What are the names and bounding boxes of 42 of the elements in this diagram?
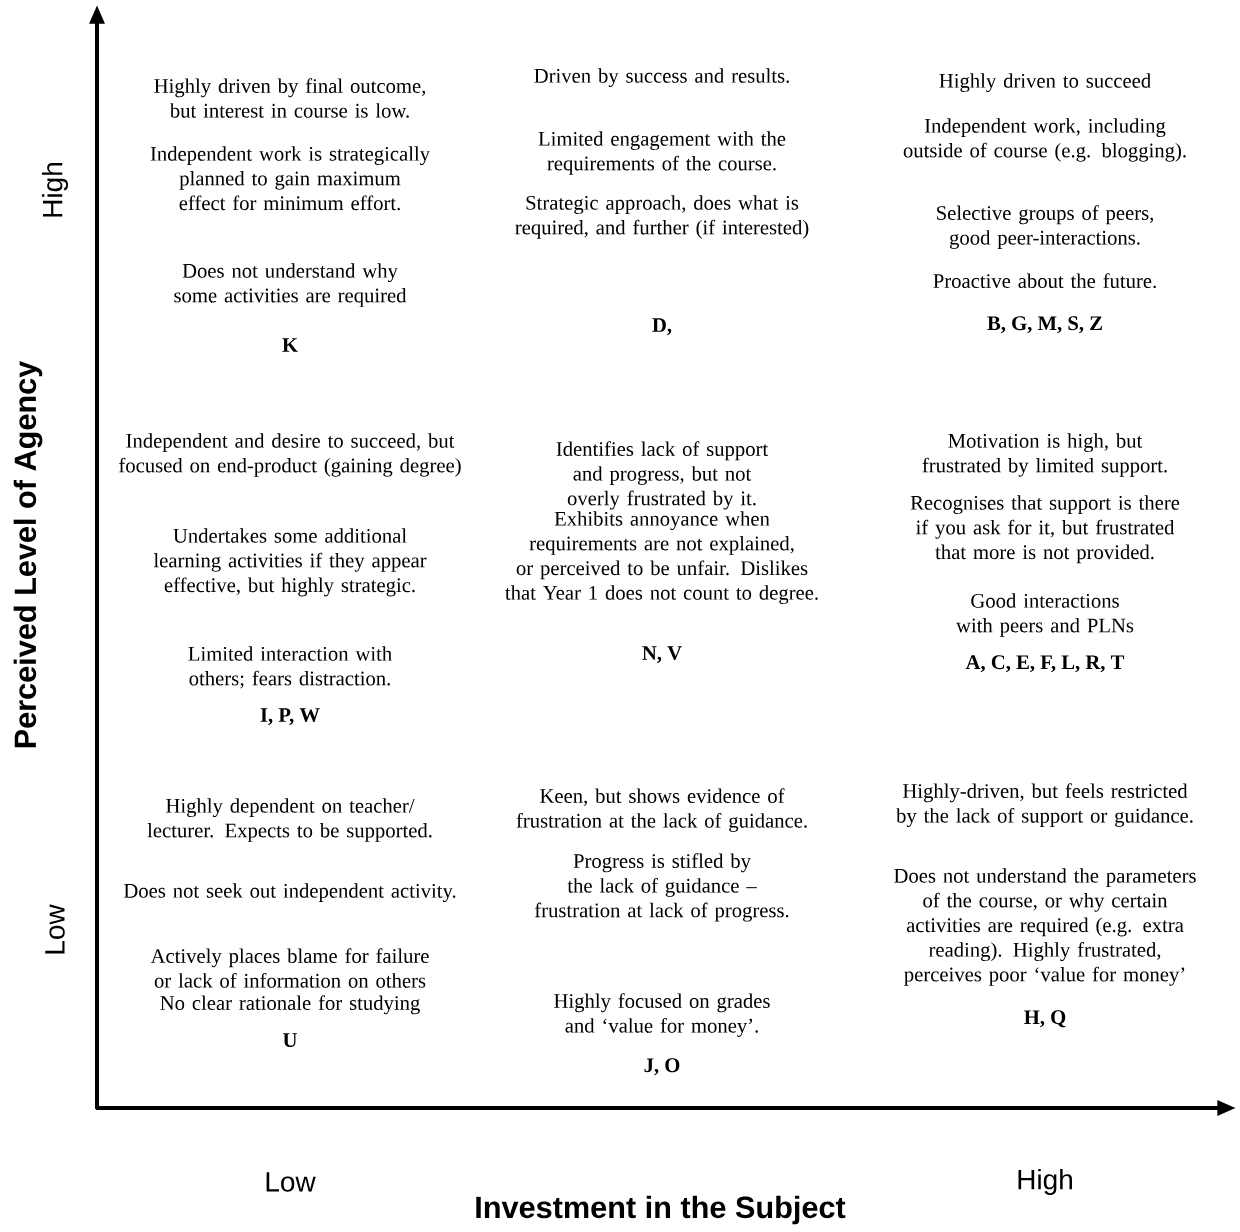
student-letters: A, C, E, F, L, R, T — [965, 655, 1125, 673]
description-text: Driven by success and results. — [534, 68, 789, 88]
description-text: Independent work, including outside of course (e.g. blogging). — [903, 118, 1186, 162]
description-text: Limited engagement with the requirements of the course. — [538, 131, 786, 175]
description-text: Highly driven to succeed — [939, 73, 1151, 93]
axis-title: Investment in the Subject — [476, 1195, 846, 1225]
axis-title: Perceived Level of Agency — [13, 360, 43, 748]
axis-label: Low — [266, 1172, 316, 1192]
description-text: Independent work is strategically planned to gain maximum effect for minimum effort. — [150, 146, 430, 211]
description-text: Highly focused on grades and ‘value for money’. — [554, 993, 770, 1037]
description-text: Does not understand why some activities are required — [174, 263, 407, 307]
description-text: Selective groups of peers, good peer-interactions. — [937, 205, 1154, 249]
student-letters: H, Q — [1024, 1010, 1066, 1028]
description-text: Highly driven by final outcome, but interest in course is low. — [154, 78, 426, 118]
description-text: Keen, but shows evidence of frustration at the lack of guidance. — [516, 788, 807, 832]
description-text: Recognises that support is there if you ask for it, but frustrated that more is not provided. — [910, 495, 1180, 564]
description-text: Limited interaction with others; fears distraction. — [188, 646, 392, 689]
student-letters: B, G, M, S, Z — [987, 316, 1102, 334]
axis-label: High — [41, 163, 69, 217]
description-text: No clear rationale for studying — [160, 995, 420, 1015]
student-letters: D, — [652, 318, 672, 335]
description-text: Does not seek out independent activity. — [123, 883, 456, 903]
description-text: Independent and desire to succeed, but focused on end-product (gaining degree) — [119, 433, 461, 477]
description-text: Progress is stifled by the lack of guidance – frustration at lack of progress. — [534, 853, 789, 922]
description-text: Good interactions with peers and PLNs — [956, 593, 1134, 637]
description-text: Proactive about the future. — [933, 273, 1156, 289]
student-letters: J, O — [644, 1058, 680, 1076]
description-text: Motivation is high, but frustrated by limited support. — [922, 433, 1167, 477]
description-text: Does not understand the parameters of the course, or why certain activities are required (e.g. extra reading). Highly frustrated, perceives poor ‘value for money’ — [894, 868, 1196, 986]
description-text: Identifies lack of support and progress, but not overly frustrated by it. — [556, 441, 769, 510]
description-text: Undertakes some additional learning activities if they appear effective, but highly strategic. — [153, 528, 427, 597]
description-text: Actively places blame for failure or lack of information on others — [150, 948, 429, 988]
student-letters: U — [283, 1033, 297, 1047]
student-letters: N, V — [642, 646, 682, 663]
description-text: Highly dependent on teacher/ lecturer. Expects to be supported. — [147, 798, 432, 842]
axis-label: High — [1018, 1168, 1072, 1196]
description-text: Strategic approach, does what is required, and further (if interested) — [515, 195, 809, 239]
student-letters: I, P, W — [260, 708, 320, 725]
student-letters: K — [282, 338, 298, 352]
axis-label: Low — [45, 904, 65, 954]
description-text: Highly-driven, but feels restricted by the lack of support or guidance. — [896, 783, 1193, 827]
description-text: Exhibits annoyance when requirements are not explained, or perceived to be unfair. Dislikes that Year 1 does not count to degree. — [505, 511, 818, 605]
